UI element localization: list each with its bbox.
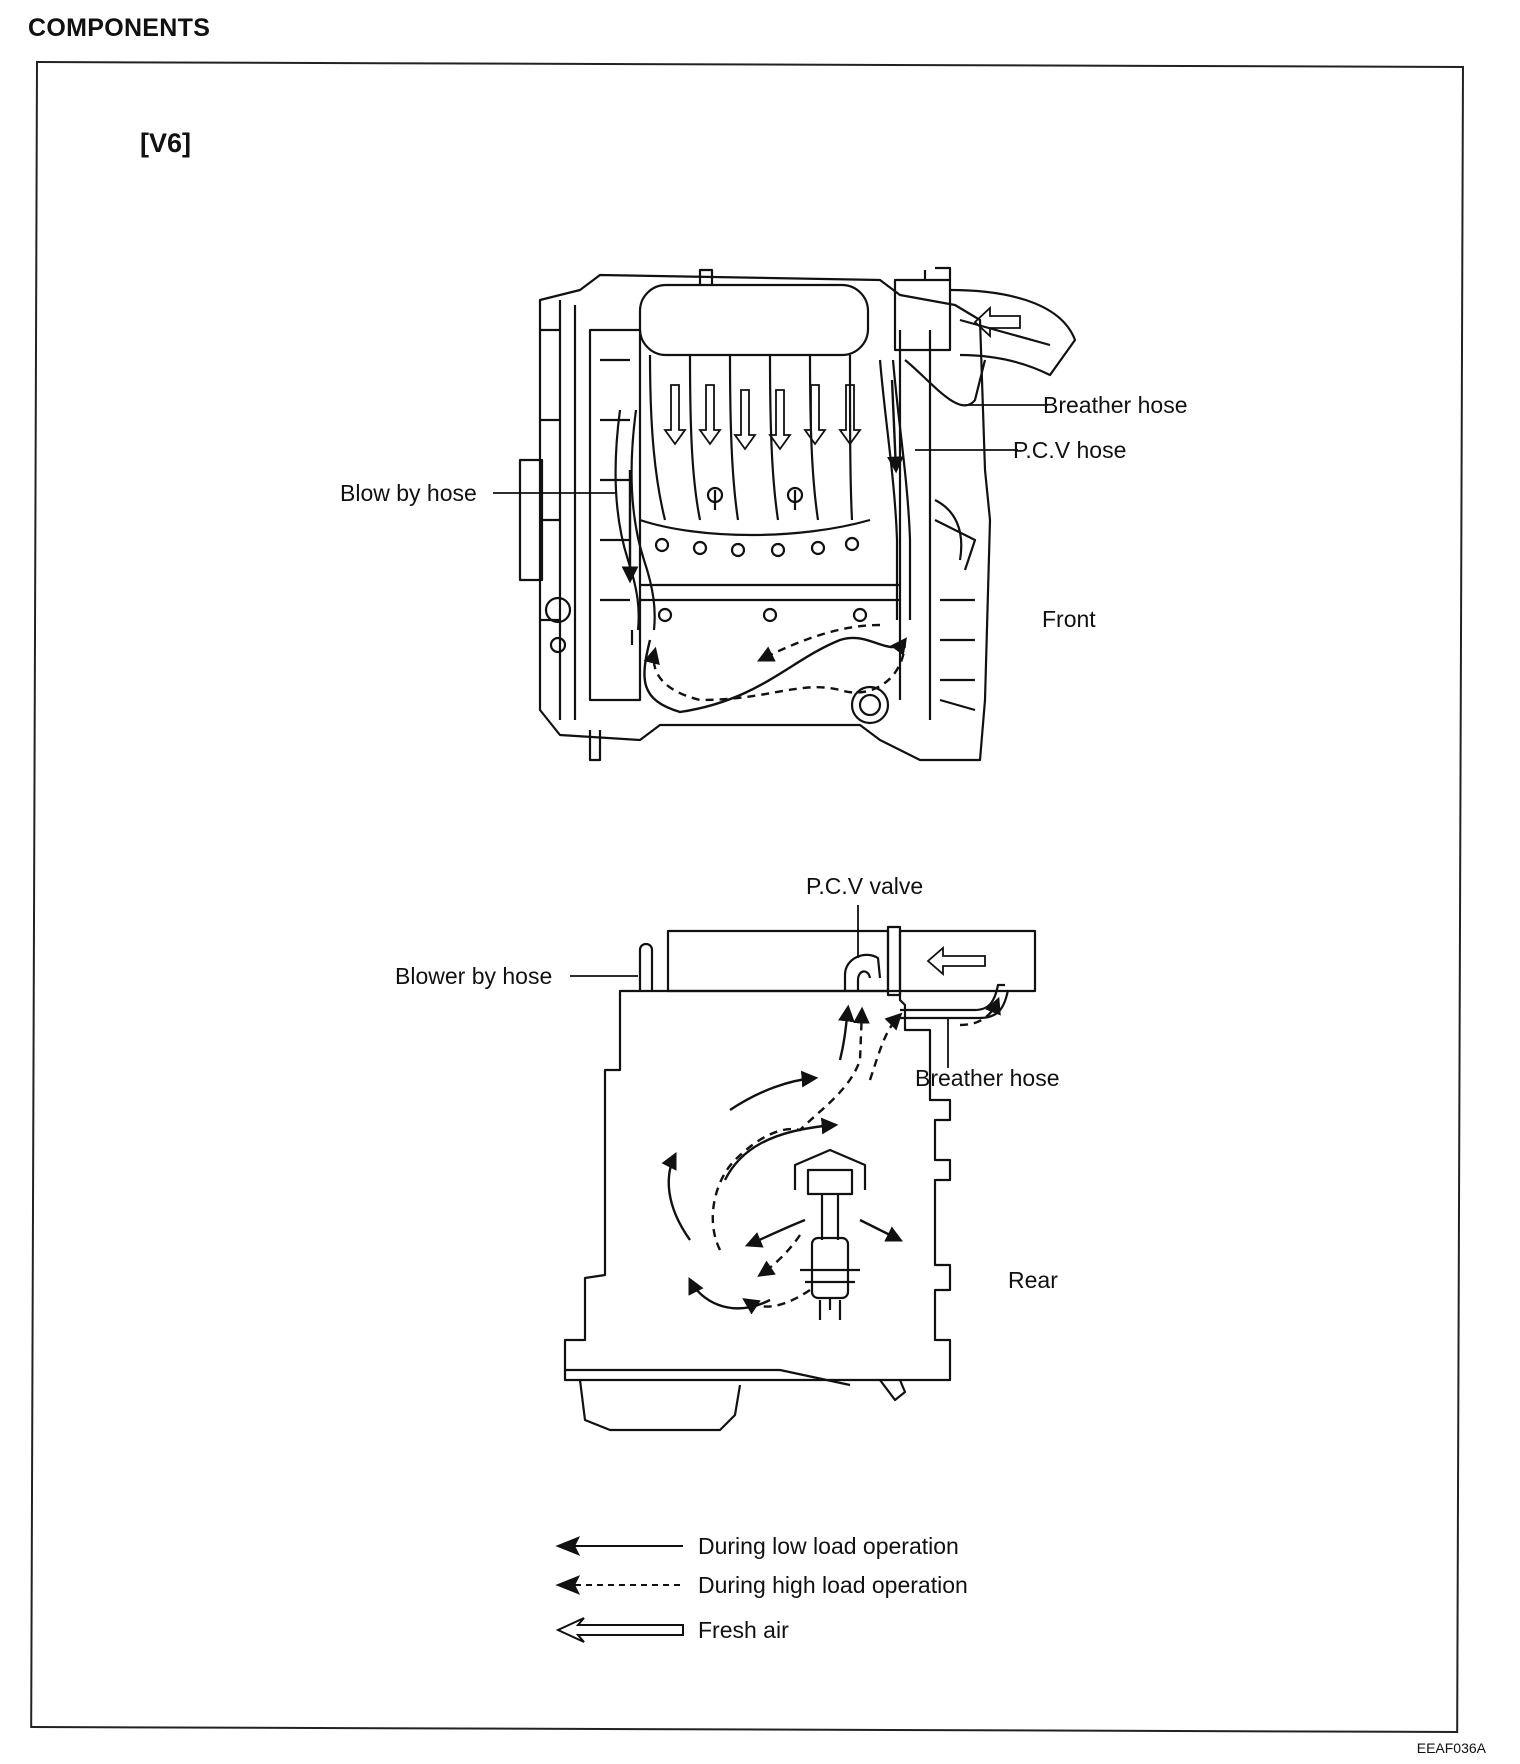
label-front: Front: [1042, 606, 1096, 632]
top-leader-lines: [493, 404, 1048, 494]
intake-flow-arrows: [663, 384, 862, 451]
legend-label-low-load: During low load operation: [698, 1533, 959, 1559]
engine-top-view: [518, 266, 1077, 762]
label-blower-by-hose: Blower by hose: [395, 963, 553, 989]
legend-label-fresh-air: Fresh air: [698, 1617, 789, 1643]
fresh-air-arrow-top: [973, 305, 1021, 339]
label-pcv-hose: P.C.V hose: [1013, 437, 1127, 463]
label-blow-by-hose: Blow by hose: [340, 480, 477, 506]
label-breather-hose-side: Breather hose: [915, 1065, 1060, 1091]
section-label: [V6]: [140, 128, 192, 158]
legend-double-line: [555, 1617, 684, 1643]
label-breather-hose-top: Breather hose: [1043, 392, 1188, 418]
legend-label-high-load: During high load operation: [698, 1572, 968, 1598]
label-pcv-valve: P.C.V valve: [806, 873, 924, 899]
crankcase-flow-side: [661, 996, 1001, 1315]
crankcase-flow-top: [621, 379, 908, 714]
legend-lines: [555, 1536, 684, 1643]
page-heading: COMPONENTS: [28, 14, 211, 42]
label-rear: Rear: [1008, 1267, 1058, 1293]
engine-side-view: [563, 925, 1037, 1432]
side-leader-lines: [570, 905, 949, 1068]
fresh-air-arrow-side: [926, 946, 986, 976]
figure-code: EEAF036A: [1416, 1740, 1486, 1756]
